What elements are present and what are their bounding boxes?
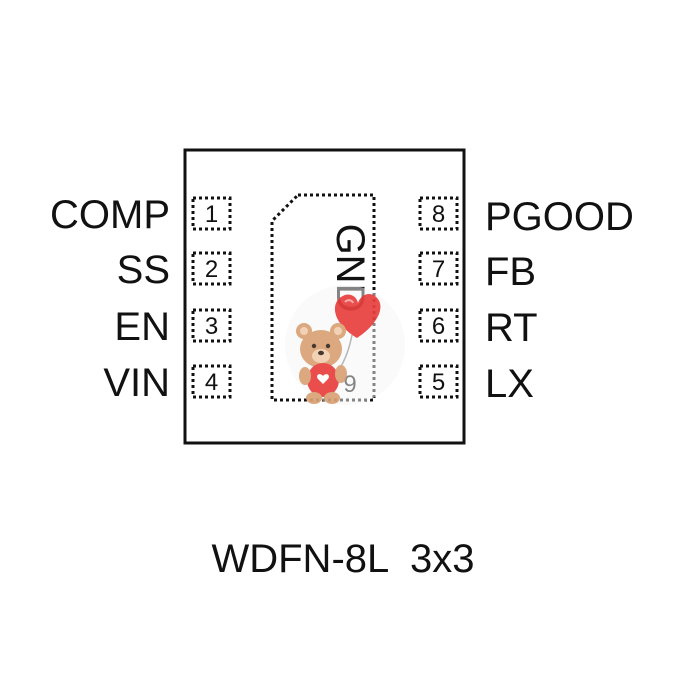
- pin-8-pad: [418, 196, 459, 231]
- pin-1-number: 1: [205, 201, 218, 228]
- pin-7-number: 7: [432, 256, 445, 283]
- pin-2-number: 2: [205, 256, 218, 283]
- pin-1: 1 COMP: [50, 193, 232, 237]
- right-pins: 8 PGOOD 7 FB 6 RT 5 LX: [418, 195, 634, 406]
- pin-5-pad: [418, 364, 459, 399]
- pin-4: 4 VIN: [103, 361, 232, 405]
- pin-4-label: VIN: [103, 361, 170, 405]
- pin-1-pad: [191, 196, 232, 231]
- left-pins: 1 COMP 2 SS 3 EN 4 VIN: [50, 193, 232, 405]
- pin-7-pad: [418, 251, 459, 286]
- pin-3-pad: [191, 308, 232, 343]
- pin-2-pad: [191, 251, 232, 286]
- pin-8: 8 PGOOD: [418, 195, 634, 239]
- pin-2: 2 SS: [117, 248, 232, 292]
- pin-3-label: EN: [114, 305, 170, 349]
- pin-5-label: LX: [485, 362, 534, 406]
- pin-7: 7 FB: [418, 250, 536, 294]
- pin-5: 5 LX: [418, 362, 534, 406]
- pin-4-pad: [191, 364, 232, 399]
- pin-6-number: 6: [432, 313, 445, 340]
- package-title: WDFN-8L 3x3: [211, 537, 474, 581]
- teddy-bear-heart-icon: [285, 285, 405, 405]
- package-outline: [183, 148, 466, 445]
- pin-3-number: 3: [205, 313, 218, 340]
- pin-1-label: COMP: [50, 193, 170, 237]
- pin-4-number: 4: [205, 369, 218, 396]
- pin-8-number: 8: [432, 201, 445, 228]
- pin-6-pad: [418, 308, 459, 343]
- pin-3: 3 EN: [114, 305, 232, 349]
- pin-6-label: RT: [485, 306, 538, 350]
- pin-2-label: SS: [117, 248, 170, 292]
- pin-6: 6 RT: [418, 306, 538, 350]
- pin-8-label: PGOOD: [485, 195, 634, 239]
- pin-5-number: 5: [432, 369, 445, 396]
- pin-7-label: FB: [485, 250, 536, 294]
